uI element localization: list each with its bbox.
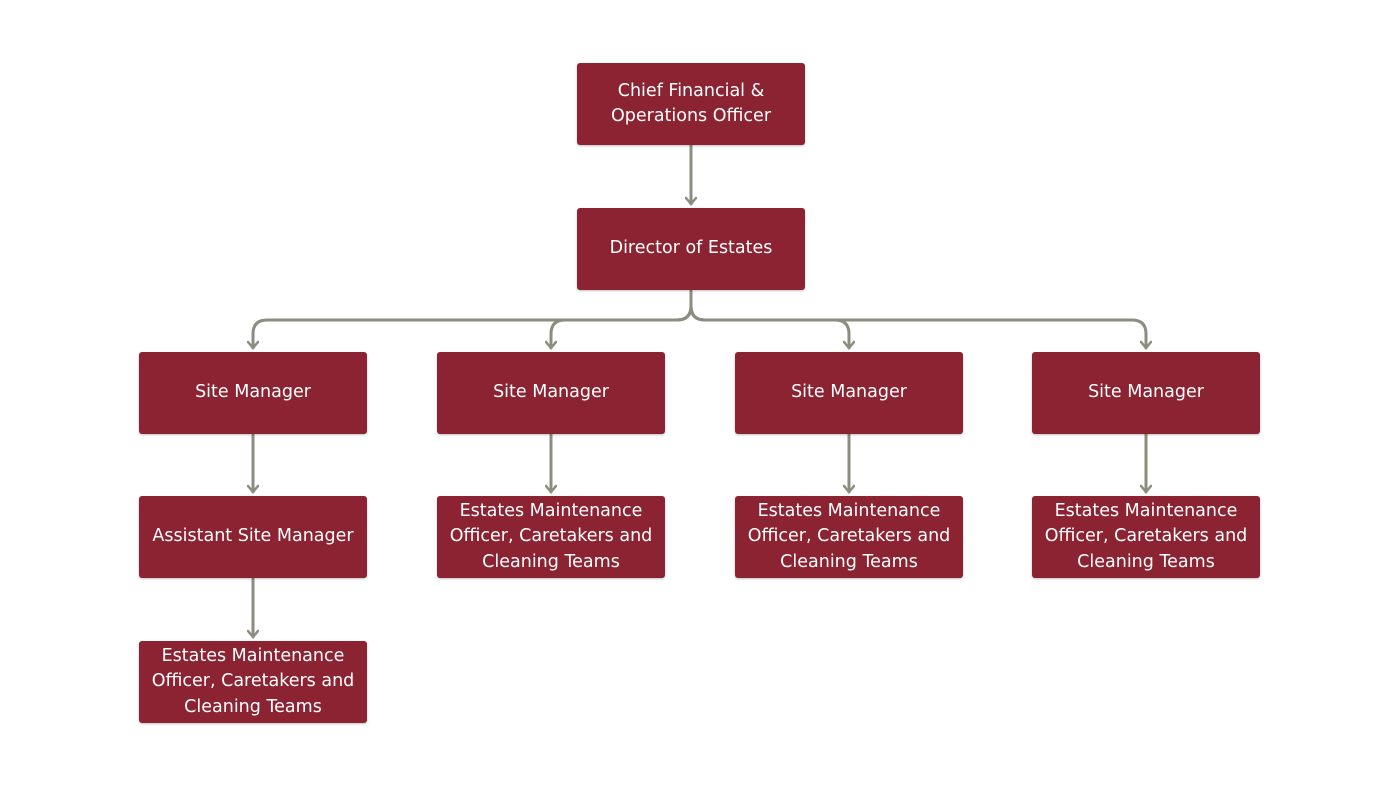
connector-director-branch-4 bbox=[689, 304, 1146, 350]
node-maintenance-team-2: Estates Maintenance Officer, Caretakers … bbox=[437, 496, 665, 578]
node-label: Assistant Site Manager bbox=[152, 526, 354, 547]
node-label: Estates Maintenance Officer, Caretakers … bbox=[151, 645, 355, 717]
node-label: Estates Maintenance Officer, Caretakers … bbox=[449, 500, 653, 572]
node-label: Site Manager bbox=[791, 382, 907, 403]
node-chief-financial-operations-officer: Chief Financial & Operations Officer bbox=[577, 63, 805, 145]
node-site-manager-1: Site Manager bbox=[139, 352, 367, 434]
node-label: Estates Maintenance Officer, Caretakers … bbox=[1044, 500, 1248, 572]
node-label: Site Manager bbox=[1088, 382, 1204, 403]
node-site-manager-3: Site Manager bbox=[735, 352, 963, 434]
connector-director-stem bbox=[253, 288, 693, 350]
node-site-manager-4: Site Manager bbox=[1032, 352, 1260, 434]
connector-director-branch-2 bbox=[551, 304, 693, 350]
node-label: Site Manager bbox=[195, 382, 311, 403]
node-label: Chief Financial & Operations Officer bbox=[610, 80, 772, 127]
node-maintenance-team-3: Estates Maintenance Officer, Caretakers … bbox=[735, 496, 963, 578]
node-label: Site Manager bbox=[493, 382, 609, 403]
connector-director-branch-3 bbox=[689, 304, 849, 350]
node-assistant-site-manager: Assistant Site Manager bbox=[139, 496, 367, 578]
node-director-of-estates: Director of Estates bbox=[577, 208, 805, 290]
node-label: Estates Maintenance Officer, Caretakers … bbox=[747, 500, 951, 572]
node-site-manager-2: Site Manager bbox=[437, 352, 665, 434]
node-maintenance-team-1: Estates Maintenance Officer, Caretakers … bbox=[139, 641, 367, 723]
node-label: Director of Estates bbox=[609, 238, 773, 259]
node-maintenance-team-4: Estates Maintenance Officer, Caretakers … bbox=[1032, 496, 1260, 578]
